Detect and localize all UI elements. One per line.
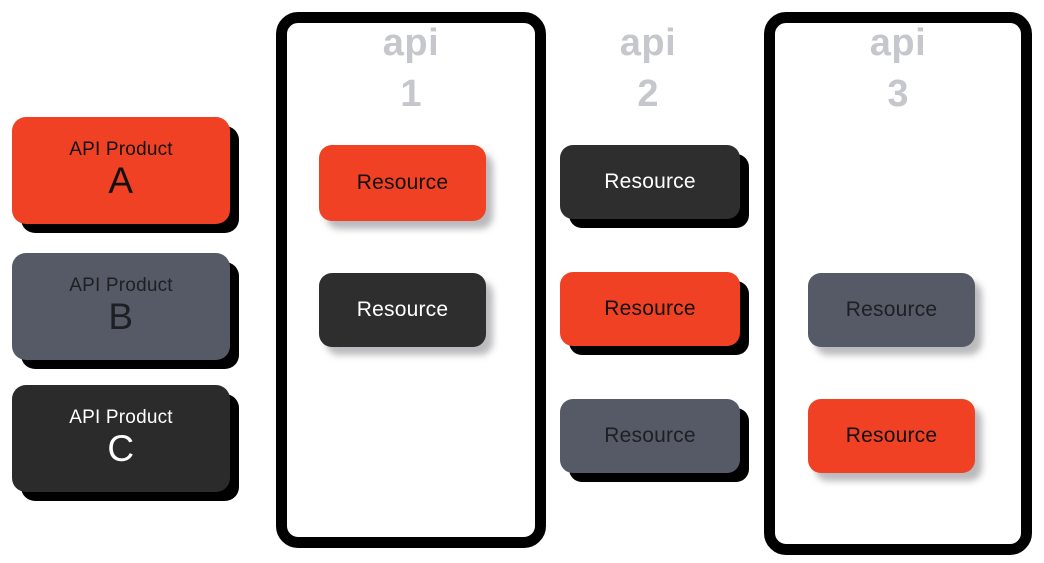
api-2-word: api [619, 22, 677, 64]
api-3-label: api 3 [828, 24, 968, 113]
api-2-resource-2[interactable]: Resource [560, 272, 740, 346]
api-1-label: api 1 [341, 24, 481, 113]
api-1-number: 1 [400, 73, 422, 115]
api-1-word: api [382, 22, 440, 64]
product-b-letter: B [108, 296, 134, 338]
product-b-title: API Product [69, 274, 173, 296]
api-3-resource-1[interactable]: Resource [808, 273, 975, 347]
api-3-resource-2[interactable]: Resource [808, 399, 975, 473]
product-c-letter: C [107, 428, 135, 470]
api-3-word: api [869, 22, 927, 64]
api-1-resource-2[interactable]: Resource [319, 273, 486, 347]
product-a-letter: A [108, 160, 134, 202]
product-a-title: API Product [69, 138, 173, 160]
product-c-title: API Product [69, 406, 173, 428]
api-2-number: 2 [637, 73, 659, 115]
api-2-resource-1[interactable]: Resource [560, 145, 740, 219]
api-2-resource-3[interactable]: Resource [560, 399, 740, 473]
api-1-resource-1[interactable]: Resource [319, 145, 486, 221]
api-2-label: api 2 [578, 24, 718, 113]
api-3-number: 3 [887, 73, 909, 115]
